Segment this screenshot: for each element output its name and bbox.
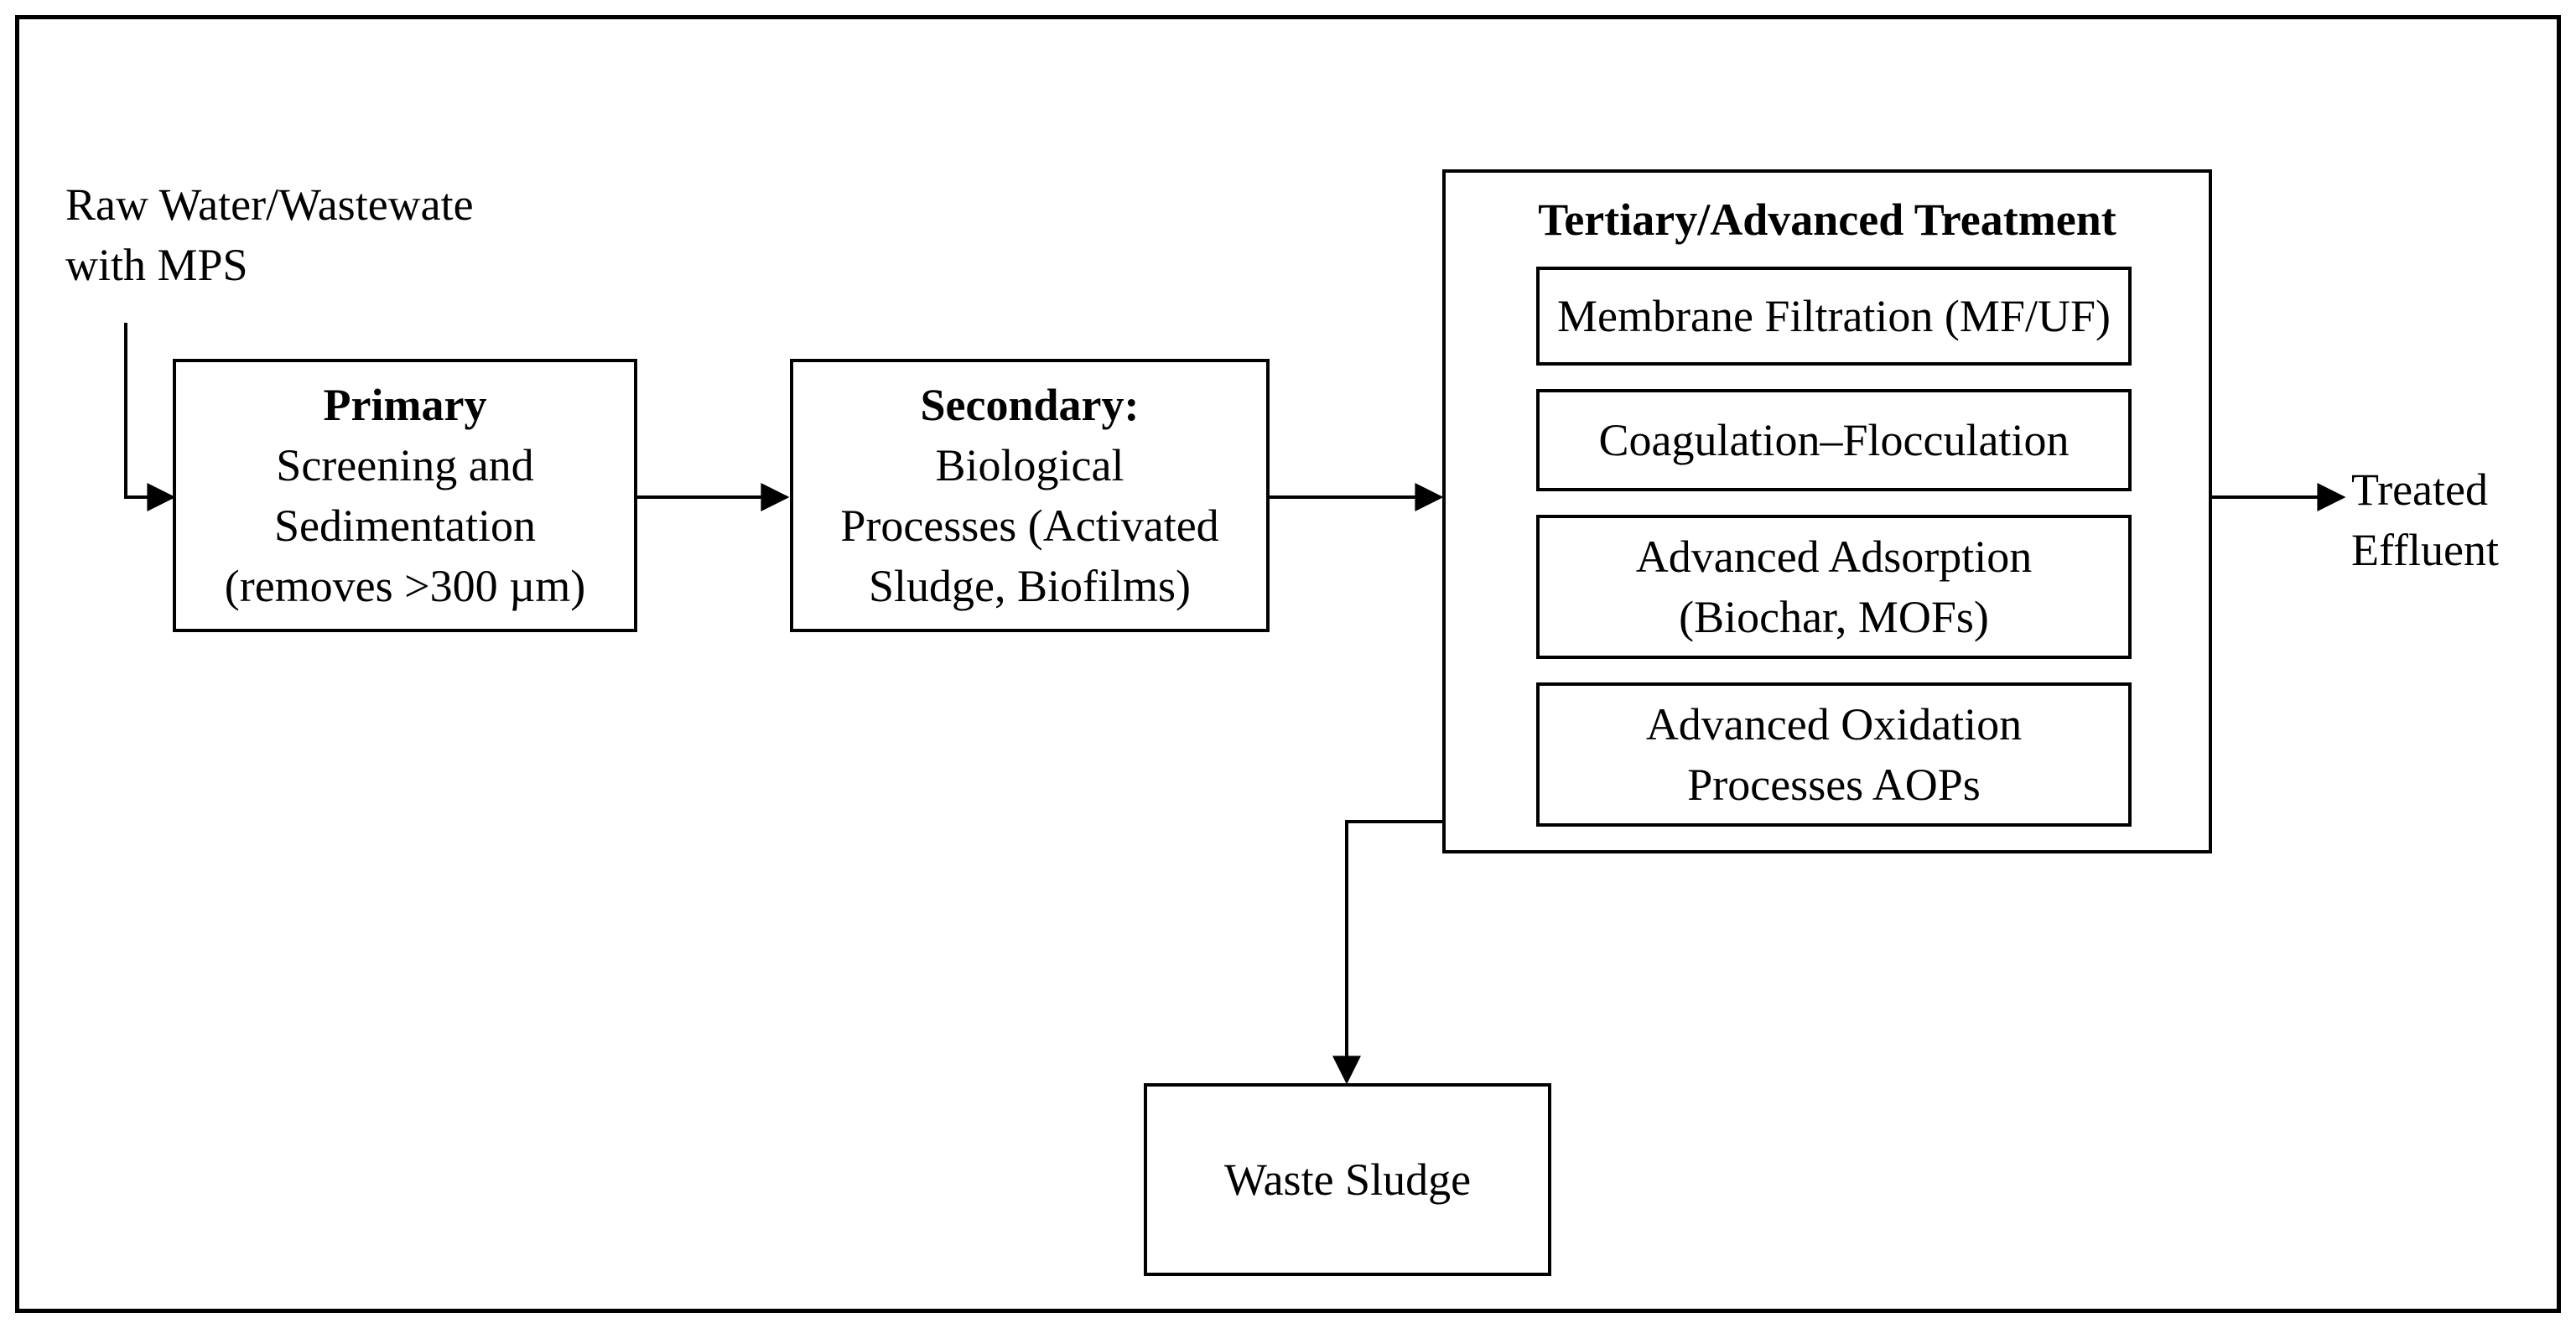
- input-label-line: Raw Water/Wastewate: [65, 179, 474, 230]
- primary-desc-line: (removes >300 µm): [224, 561, 586, 611]
- waste-sludge-label: Waste Sludge: [1223, 1154, 1472, 1205]
- secondary-desc-line: Biological: [935, 440, 1124, 490]
- arrow-input-to-primary: [124, 323, 176, 511]
- secondary-desc-line: Processes (Activated: [840, 501, 1219, 551]
- primary-title: Primary: [323, 380, 487, 430]
- tertiary-item-advanced-oxidation: Advanced Oxidation Processes AOPs: [1536, 682, 2132, 827]
- output-label-line: Effluent: [2351, 525, 2499, 575]
- secondary-desc-line: Sludge, Biofilms): [868, 561, 1191, 611]
- secondary-treatment-box: Secondary: Biological Processes (Activat…: [790, 359, 1270, 632]
- primary-treatment-box: Primary Screening and Sedimentation (rem…: [173, 359, 637, 632]
- primary-desc-line: Screening and: [276, 440, 534, 490]
- diagram-frame: [15, 15, 2561, 1313]
- secondary-title: Secondary:: [920, 380, 1140, 430]
- tertiary-item-label: Coagulation–Flocculation: [1598, 415, 2070, 465]
- tertiary-item-label: Advanced Oxidation: [1645, 699, 2023, 750]
- tertiary-title: Tertiary/Advanced Treatment: [1538, 195, 2116, 245]
- tertiary-item-coagulation-flocculation: Coagulation–Flocculation: [1536, 389, 2132, 491]
- output-label-line: Treated: [2351, 464, 2488, 515]
- primary-desc-line: Sedimentation: [274, 501, 536, 551]
- tertiary-item-label: Membrane Filtration (MF/UF): [1557, 291, 2111, 341]
- tertiary-item-advanced-adsorption: Advanced Adsorption (Biochar, MOFs): [1536, 515, 2132, 659]
- input-label-line: with MPS: [65, 240, 248, 290]
- tertiary-item-membrane-filtration: Membrane Filtration (MF/UF): [1536, 267, 2132, 366]
- waste-sludge-box: Waste Sludge: [1144, 1083, 1551, 1276]
- tertiary-item-label: Advanced Adsorption: [1635, 532, 2033, 582]
- arrow-tertiary-to-sludge: [1332, 820, 1442, 1085]
- tertiary-item-label: (Biochar, MOFs): [1679, 592, 1989, 642]
- tertiary-item-label: Processes AOPs: [1687, 760, 1981, 810]
- input-label: Raw Water/Wastewate with MPS: [65, 174, 474, 295]
- output-label: Treated Effluent: [2351, 459, 2499, 580]
